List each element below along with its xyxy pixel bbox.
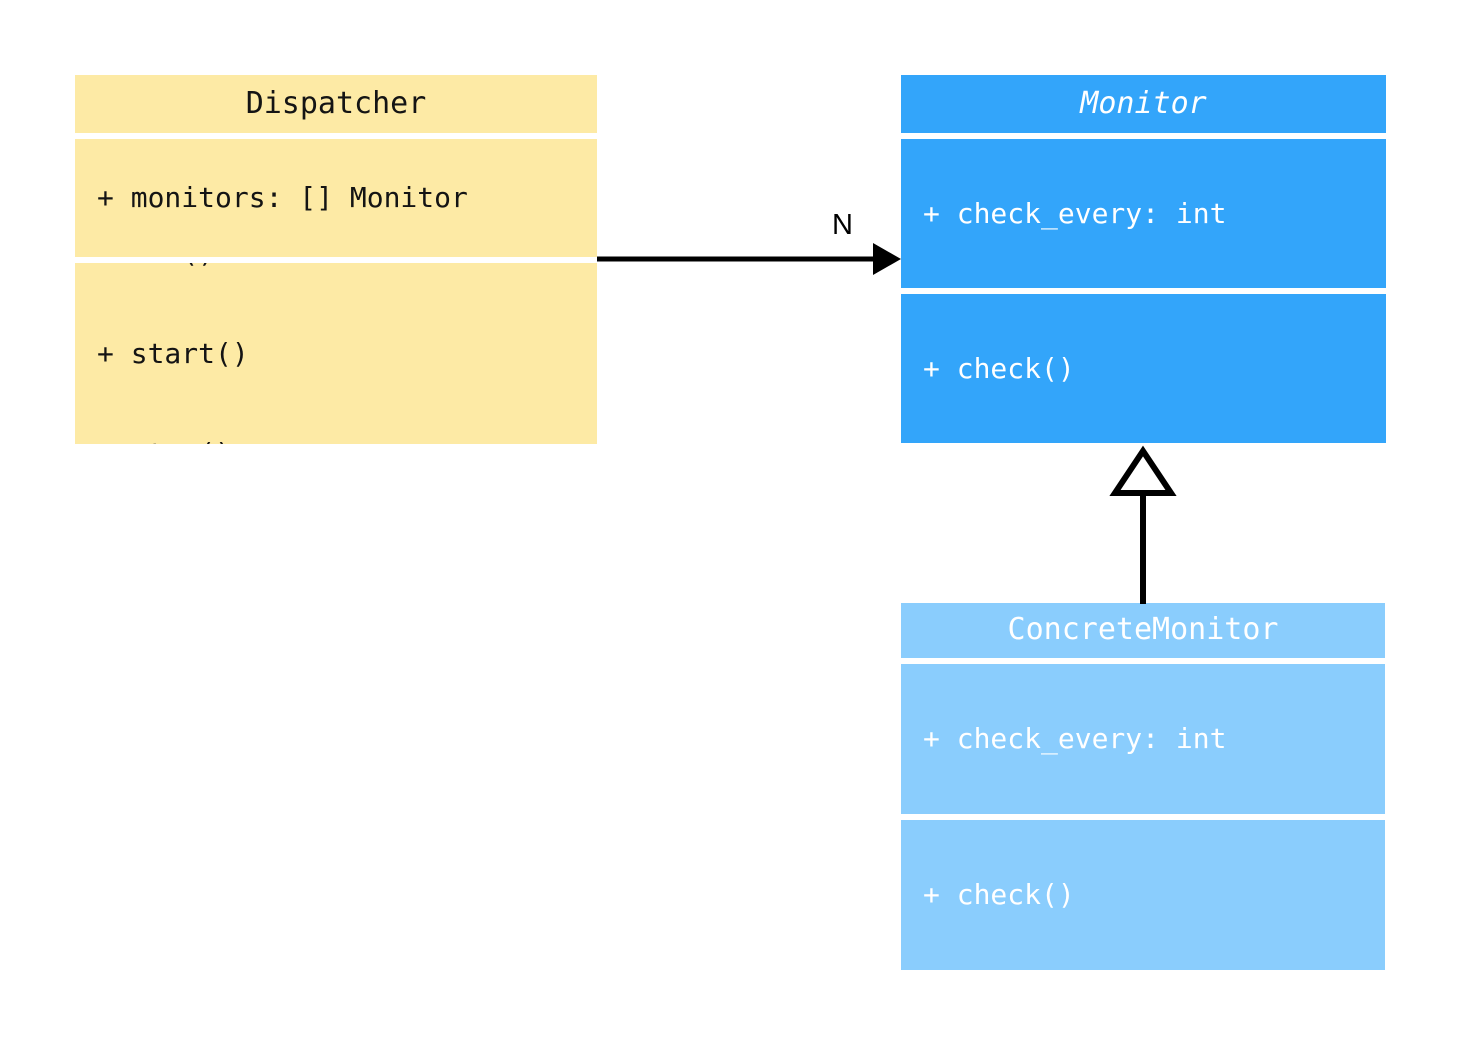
dispatcher-method: + run() [97,263,249,270]
concretemonitor-title-compartment: ConcreteMonitor [901,603,1385,658]
dispatcher-method: + stop() [97,437,249,444]
concretemonitor-attribute-list: + check_every: int [901,664,1226,814]
monitor-attribute: + check_every: int [923,196,1227,230]
dispatcher-class-name: Dispatcher [245,85,427,121]
concretemonitor-attributes-compartment: + check_every: int [901,664,1385,814]
concretemonitor-class-name: ConcreteMonitor [1007,612,1279,648]
dispatcher-attributes-compartment: + monitors: [] Monitor [75,139,597,257]
monitor-methods-compartment: + check() [901,294,1386,443]
concretemonitor-method: + check() [923,878,1075,912]
monitor-title-compartment: Monitor [901,75,1386,133]
monitor-attributes-compartment: + check_every: int [901,139,1386,288]
dispatcher-methods-compartment: + run() + start() + stop() [75,263,597,444]
dispatcher-title-compartment: Dispatcher [75,75,597,133]
dispatcher-attribute-list: + monitors: [] Monitor [75,139,468,257]
concretemonitor-methods-compartment: + check() [901,820,1385,970]
association-arrowhead [873,243,901,275]
concretemonitor-attribute: + check_every: int [923,722,1227,756]
uml-class-dispatcher[interactable]: Dispatcher + monitors: [] Monitor + run(… [75,75,597,444]
uml-class-monitor[interactable]: Monitor + check_every: int + check() [901,75,1386,443]
generalization-concretemonitor-to-monitor [1109,445,1177,604]
generalization-hollow-triangle [1109,445,1177,496]
association-multiplicity-label: N [832,209,853,241]
concretemonitor-method-list: + check() [901,820,1075,970]
association-dispatcher-to-monitor [597,243,901,275]
monitor-class-name: Monitor [1080,85,1207,121]
dispatcher-method: + start() [97,336,249,370]
dispatcher-attribute: + monitors: [] Monitor [97,181,468,215]
monitor-attribute-list: + check_every: int [901,139,1226,288]
monitor-method: + check() [923,351,1075,385]
dispatcher-method-list: + run() + start() + stop() [75,263,249,444]
uml-class-concretemonitor[interactable]: ConcreteMonitor + check_every: int + che… [901,603,1385,970]
monitor-method-list: + check() [901,294,1075,443]
